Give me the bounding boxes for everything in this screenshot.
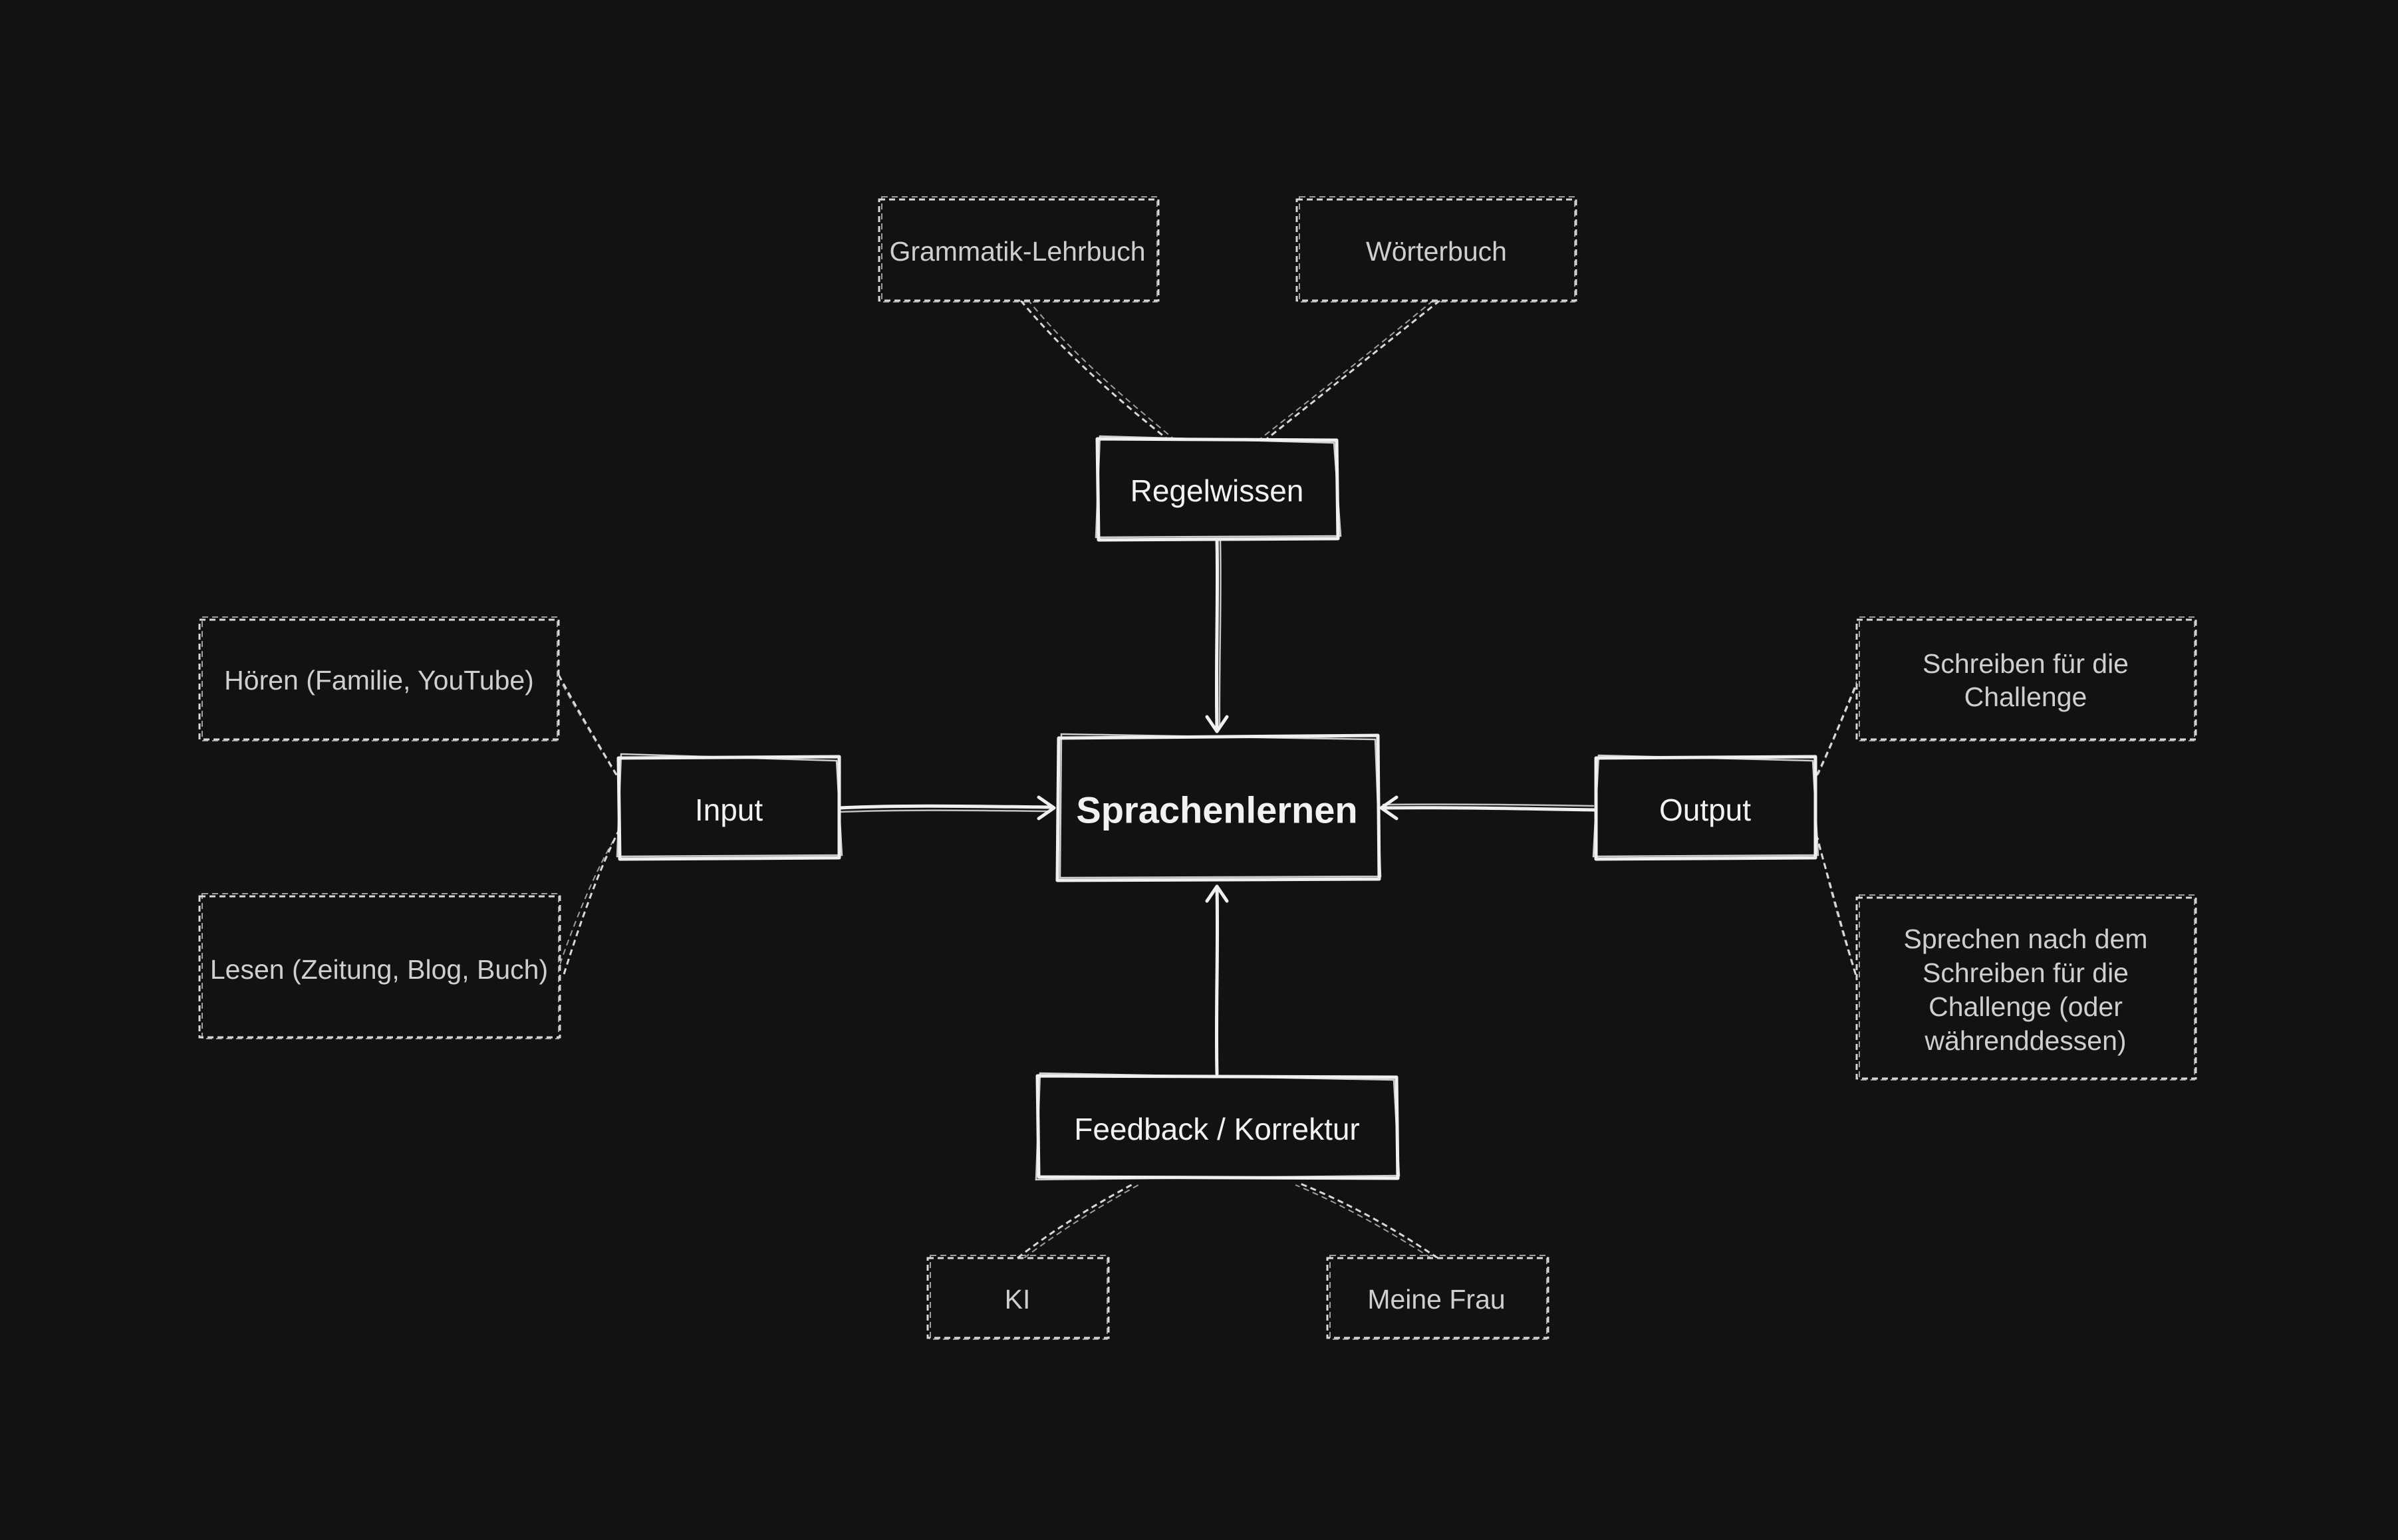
node-regelwissen[interactable]: Regelwissen: [1095, 435, 1342, 542]
detail-sprechen[interactable]: Sprechen nach dem Schreiben für die Chal…: [1855, 894, 2197, 1081]
detail-hoeren[interactable]: Hören (Familie, YouTube): [198, 616, 560, 741]
schreiben-line-2: Challenge: [1964, 682, 2087, 712]
edge-feedback-to-center: [1205, 884, 1229, 1076]
input-label: Input: [695, 793, 763, 827]
node-input[interactable]: Input: [616, 753, 843, 861]
edge-grammatik-to-regelwissen: [1019, 299, 1174, 440]
frau-label: Meine Frau: [1367, 1284, 1505, 1315]
edge-lesen-to-input: [559, 831, 620, 975]
woerterbuch-label: Wörterbuch: [1366, 236, 1507, 267]
detail-lesen[interactable]: Lesen (Zeitung, Blog, Buch): [198, 893, 561, 1039]
node-feedback[interactable]: Feedback / Korrektur: [1035, 1072, 1400, 1181]
edge-woerterbuch-to-regelwissen: [1260, 299, 1440, 440]
sprechen-line-2: Schreiben für die: [1923, 958, 2129, 988]
detail-schreiben[interactable]: Schreiben für die Challenge: [1855, 616, 2197, 741]
output-label: Output: [1659, 793, 1751, 827]
detail-grammatik[interactable]: Grammatik-Lehrbuch: [878, 196, 1160, 303]
edge-regelwissen-to-center: [1205, 537, 1229, 733]
edge-ki-to-feedback: [1017, 1182, 1139, 1259]
edge-output-to-center: [1379, 795, 1597, 821]
center-label: Sprachenlernen: [1076, 789, 1357, 831]
edge-schreiben-to-output: [1814, 678, 1860, 779]
detail-woerterbuch[interactable]: Wörterbuch: [1295, 196, 1577, 303]
feedback-label: Feedback / Korrektur: [1074, 1112, 1360, 1146]
sprechen-line-1: Sprechen nach dem: [1904, 924, 2148, 954]
edge-frau-to-feedback: [1295, 1182, 1438, 1259]
lesen-label: Lesen (Zeitung, Blog, Buch): [210, 954, 548, 985]
detail-ki[interactable]: KI: [926, 1255, 1110, 1340]
grammatik-label: Grammatik-Lehrbuch: [889, 236, 1145, 267]
node-center[interactable]: Sprachenlernen: [1055, 733, 1382, 882]
regelwissen-label: Regelwissen: [1131, 473, 1304, 508]
edge-hoeren-to-input: [557, 674, 620, 779]
node-output[interactable]: Output: [1592, 754, 1819, 861]
edge-input-to-center: [837, 795, 1056, 821]
hoeren-label: Hören (Familie, YouTube): [224, 665, 534, 696]
sprechen-line-4: währenddessen): [1924, 1025, 2126, 1056]
sprechen-line-3: Challenge (oder: [1929, 991, 2123, 1022]
schreiben-line-1: Schreiben für die: [1923, 648, 2129, 679]
detail-frau[interactable]: Meine Frau: [1326, 1255, 1549, 1340]
ki-label: KI: [1005, 1284, 1031, 1315]
edge-sprechen-to-output: [1814, 832, 1860, 985]
